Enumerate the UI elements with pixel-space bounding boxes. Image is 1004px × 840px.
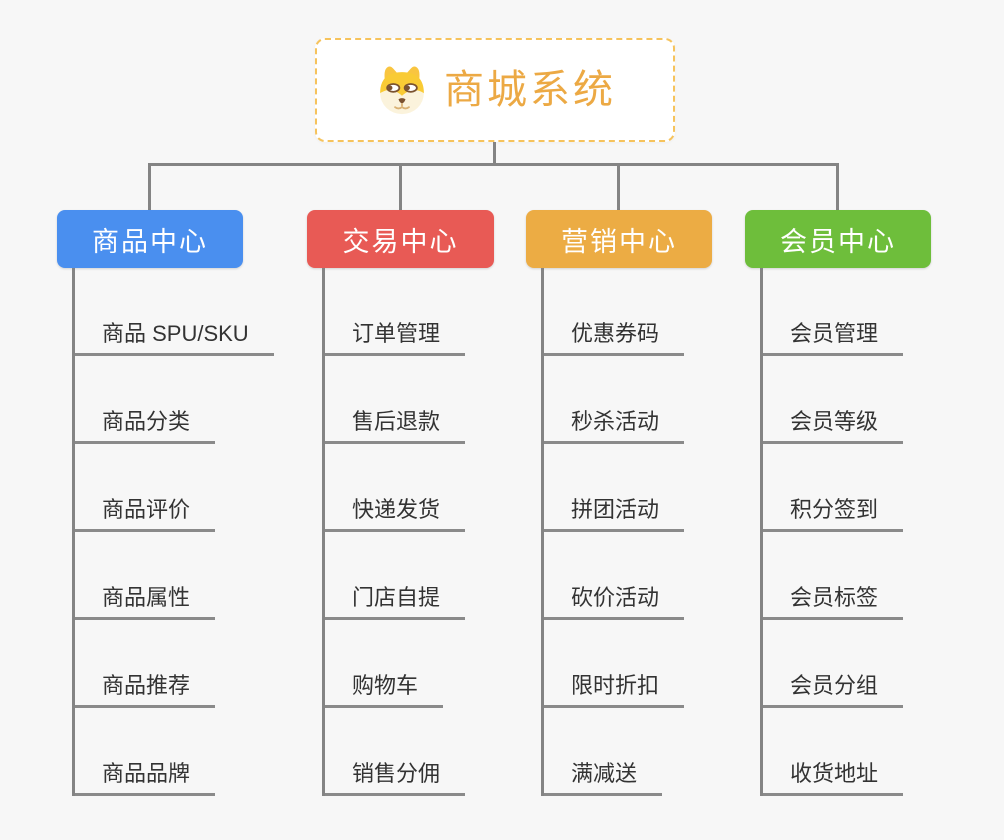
connector-root-stub: [493, 142, 496, 164]
list-item: 售后退款: [307, 356, 466, 444]
child-node-shipping-address[interactable]: 收货地址: [760, 761, 904, 796]
branch-children-product-center: 商品 SPU/SKU 商品分类 商品评价 商品属性 商品推荐 商品品牌: [57, 268, 274, 796]
list-item: 商品分类: [57, 356, 274, 444]
list-item: 会员标签: [745, 532, 904, 620]
child-node-member-tag[interactable]: 会员标签: [760, 585, 904, 620]
list-item: 商品推荐: [57, 620, 274, 708]
list-item: 砍价活动: [526, 532, 685, 620]
connector-drop-products: [148, 164, 151, 210]
child-node-points-checkin[interactable]: 积分签到: [760, 497, 904, 532]
child-node-after-sale-refund[interactable]: 售后退款: [322, 409, 466, 444]
connector-trunk-products: [72, 268, 75, 796]
child-node-sales-commission[interactable]: 销售分佣: [322, 761, 466, 796]
child-node-product-recommend[interactable]: 商品推荐: [72, 673, 216, 708]
connector-drop-trade: [399, 164, 402, 210]
connector-bus-line: [148, 163, 839, 166]
list-item: 购物车: [307, 620, 465, 708]
child-node-order-management[interactable]: 订单管理: [322, 321, 466, 356]
list-item: 会员分组: [745, 620, 904, 708]
list-item: 满减送: [526, 708, 684, 796]
list-item: 拼团活动: [526, 444, 685, 532]
child-node-product-spu-sku[interactable]: 商品 SPU/SKU: [72, 321, 274, 356]
list-item: 销售分佣: [307, 708, 466, 796]
branch-node-marketing-center[interactable]: 营销中心: [526, 210, 712, 268]
list-item: 会员等级: [745, 356, 904, 444]
child-node-full-reduction[interactable]: 满减送: [541, 761, 663, 796]
child-node-product-brand[interactable]: 商品品牌: [72, 761, 216, 796]
connector-drop-marketing: [617, 164, 620, 210]
list-item: 商品评价: [57, 444, 274, 532]
list-item: 商品属性: [57, 532, 274, 620]
connector-trunk-marketing: [541, 268, 544, 796]
list-item: 优惠券码: [526, 268, 685, 356]
branch-children-marketing-center: 优惠券码 秒杀活动 拼团活动 砍价活动 限时折扣 满减送: [526, 268, 685, 796]
root-title: 商城系统: [444, 68, 616, 112]
branch-node-trade-center[interactable]: 交易中心: [307, 210, 494, 268]
child-node-bargain-activity[interactable]: 砍价活动: [541, 585, 685, 620]
child-node-member-group[interactable]: 会员分组: [760, 673, 904, 708]
list-item: 快递发货: [307, 444, 466, 532]
list-item: 积分签到: [745, 444, 904, 532]
list-item: 限时折扣: [526, 620, 685, 708]
list-item: 订单管理: [307, 268, 466, 356]
child-node-product-review[interactable]: 商品评价: [72, 497, 216, 532]
connector-trunk-member: [760, 268, 763, 796]
list-item: 会员管理: [745, 268, 904, 356]
child-node-shopping-cart[interactable]: 购物车: [322, 673, 444, 708]
child-node-product-category[interactable]: 商品分类: [72, 409, 216, 444]
child-node-flash-sale[interactable]: 秒杀活动: [541, 409, 685, 444]
list-item: 收货地址: [745, 708, 904, 796]
branch-children-member-center: 会员管理 会员等级 积分签到 会员标签 会员分组 收货地址: [745, 268, 904, 796]
branch-node-product-center[interactable]: 商品中心: [57, 210, 243, 268]
child-node-member-level[interactable]: 会员等级: [760, 409, 904, 444]
child-node-limited-time-discount[interactable]: 限时折扣: [541, 673, 685, 708]
child-node-coupon-code[interactable]: 优惠券码: [541, 321, 685, 356]
child-node-group-buy[interactable]: 拼团活动: [541, 497, 685, 532]
shiba-dog-icon: [380, 65, 424, 114]
child-node-store-pickup[interactable]: 门店自提: [322, 585, 466, 620]
branch-node-member-center[interactable]: 会员中心: [745, 210, 931, 268]
list-item: 商品品牌: [57, 708, 274, 796]
connector-drop-member: [836, 164, 839, 210]
child-node-product-attribute[interactable]: 商品属性: [72, 585, 216, 620]
list-item: 门店自提: [307, 532, 466, 620]
list-item: 秒杀活动: [526, 356, 685, 444]
child-node-member-management[interactable]: 会员管理: [760, 321, 904, 356]
connector-trunk-trade: [322, 268, 325, 796]
root-node-mall-system[interactable]: 商城系统: [315, 38, 675, 142]
child-node-express-shipping[interactable]: 快递发货: [322, 497, 466, 532]
list-item: 商品 SPU/SKU: [57, 268, 274, 356]
branch-children-trade-center: 订单管理 售后退款 快递发货 门店自提 购物车 销售分佣: [307, 268, 466, 796]
